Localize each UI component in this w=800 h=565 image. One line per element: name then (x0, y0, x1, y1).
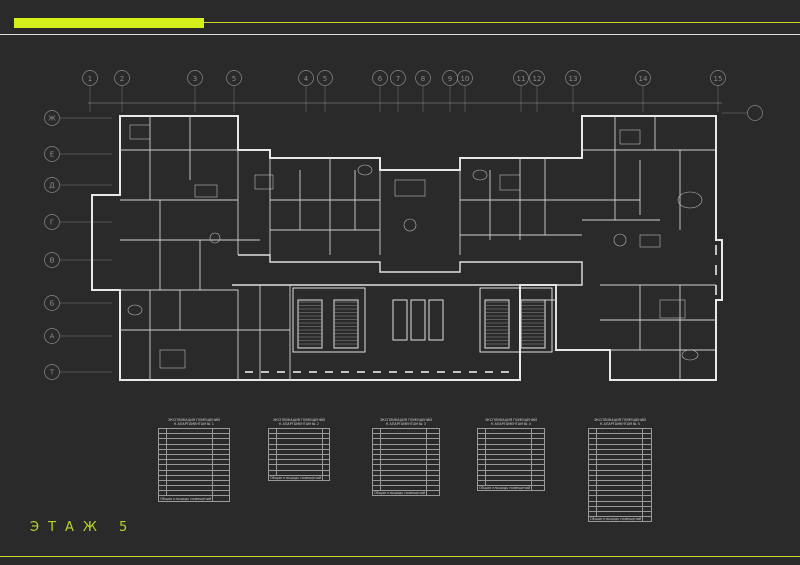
elevator-shafts (392, 299, 444, 341)
table-subtitle-line: К АПАРТАМЕНТАМ № 1 (174, 422, 214, 426)
grid-row-marker: А (44, 328, 60, 344)
svg-text:Г: Г (50, 219, 54, 227)
grid-axes (60, 86, 747, 373)
grid-column-marker: 7 (390, 70, 406, 86)
svg-text:14: 14 (639, 75, 648, 83)
svg-text:5: 5 (232, 75, 236, 83)
svg-text:15: 15 (714, 75, 723, 83)
grid-column-marker: 3 (187, 70, 203, 86)
grid-column-marker: 13 (565, 70, 581, 86)
grid-column-marker: 5 (317, 70, 333, 86)
table-total-row: Общая площадь помещений (371, 490, 440, 497)
grid-column-marker: 5 (226, 70, 242, 86)
svg-text:Т: Т (49, 369, 55, 377)
svg-text:А: А (50, 333, 55, 341)
svg-text:Ж: Ж (48, 115, 56, 123)
grid-column-marker: 15 (710, 70, 726, 86)
table-subtitle-line: К АПАРТАМЕНТАМ № 5 (600, 422, 640, 426)
table-title-line: ЭКСПЛИКАЦИЯ ПОМЕЩЕНИЙ (594, 418, 646, 422)
table-title-line: ЭКСПЛИКАЦИЯ ПОМЕЩЕНИЙ (485, 418, 537, 422)
grid-column-marker: 10 (457, 70, 473, 86)
table-subtitle-line: К АПАРТАМЕНТАМ № 3 (386, 422, 426, 426)
svg-text:7: 7 (396, 75, 400, 83)
svg-text:12: 12 (533, 75, 542, 83)
table-title-line: ЭКСПЛИКАЦИЯ ПОМЕЩЕНИЙ (273, 418, 325, 422)
floor-label: ЭТАЖ 5 (30, 520, 137, 535)
grid-row-marker: Г (44, 214, 60, 230)
grid-column-marker: 11 (513, 70, 529, 86)
corridor (232, 254, 583, 286)
grid-column-marker: 6 (372, 70, 388, 86)
table-total-row: Общая площадь помещений (267, 474, 330, 481)
svg-text:13: 13 (569, 75, 578, 83)
grid-column-marker: 1 (82, 70, 98, 86)
svg-text:Б: Б (50, 300, 55, 308)
grid-row-marker: Ж (44, 110, 60, 126)
stair-well-left (292, 287, 366, 353)
svg-text:10: 10 (461, 75, 470, 83)
table-total-row: Общая площадь помещений (587, 516, 652, 523)
grid-column-marker: 14 (635, 70, 651, 86)
facade-windows (125, 115, 717, 381)
footer-accent-line (0, 556, 800, 557)
svg-text:Е: Е (50, 151, 54, 159)
svg-text:В: В (50, 257, 55, 265)
svg-text:4: 4 (304, 75, 309, 83)
stair-treads (298, 301, 545, 348)
grid-column-marker: 4 (298, 70, 314, 86)
svg-text:6: 6 (378, 75, 383, 83)
table-total-row: Общая площадь помещений (476, 485, 545, 492)
title-accent-bar (14, 18, 204, 28)
table-title-line: ЭКСПЛИКАЦИЯ ПОМЕЩЕНИЙ (380, 418, 432, 422)
grid-column-marker: 9 (442, 70, 458, 86)
grid-row-marker: Е (44, 146, 60, 162)
building-outline (91, 115, 723, 381)
header-divider-line (0, 34, 800, 35)
grid-row-marker: Б (44, 295, 60, 311)
grid-row-marker: Т (44, 364, 60, 380)
table-subtitle-line: К АПАРТАМЕНТАМ № 4 (491, 422, 531, 426)
svg-text:5: 5 (323, 75, 327, 83)
table-subtitle-line: К АПАРТАМЕНТАМ № 2 (279, 422, 319, 426)
table-title-line: ЭКСПЛИКАЦИЯ ПОМЕЩЕНИЙ (168, 418, 220, 422)
svg-text:11: 11 (517, 75, 526, 83)
interior-walls (120, 116, 716, 380)
furniture (127, 124, 703, 369)
grid-column-marker: 8 (415, 70, 431, 86)
svg-text:2: 2 (120, 75, 124, 83)
svg-text:9: 9 (448, 75, 452, 83)
table-total-row: Общая площадь помещений (157, 495, 230, 502)
svg-text:3: 3 (193, 75, 197, 83)
grid-column-marker: 2 (114, 70, 130, 86)
table-row (477, 443, 545, 450)
grid-row-marker (747, 105, 763, 121)
stair-well-right (479, 287, 553, 353)
header-accent-line (204, 22, 800, 23)
grid-row-marker: В (44, 252, 60, 268)
grid-column-marker: 12 (529, 70, 545, 86)
svg-text:8: 8 (421, 75, 425, 83)
svg-text:Д: Д (49, 182, 55, 190)
svg-text:1: 1 (88, 75, 92, 83)
grid-row-marker: Д (44, 177, 60, 193)
